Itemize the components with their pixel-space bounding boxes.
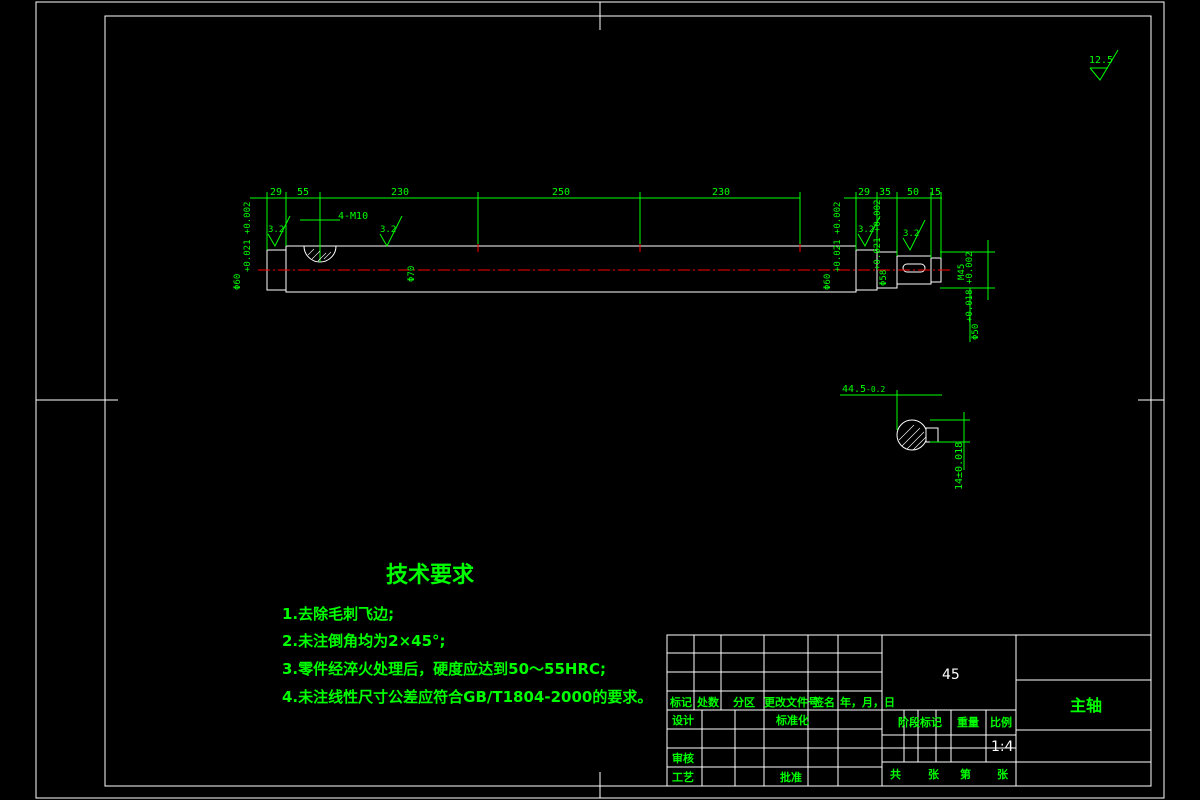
- diameter-tol: +0.018 +0.002: [965, 252, 975, 322]
- section-width-tol: -0.2: [866, 385, 885, 394]
- top-dimension-chain: [250, 192, 942, 258]
- standardization-label: 标准化: [775, 713, 809, 727]
- sheet-no-prefix: 第: [960, 767, 971, 781]
- right-side-dim-lines: [940, 240, 995, 342]
- dim-label: 230: [712, 187, 730, 198]
- shaft-main-view: [266, 230, 942, 293]
- dim-label: 55: [297, 187, 309, 198]
- roughness-value: 12.5: [1089, 55, 1113, 66]
- header-date: 年，月，日: [840, 695, 895, 709]
- roughness-marks: [267, 215, 926, 252]
- diameter-tol: +0.021 +0.002: [833, 202, 843, 272]
- weight-label: 重量: [957, 715, 979, 729]
- diameter-label: Φ50: [971, 324, 981, 340]
- dim-label: 230: [391, 187, 409, 198]
- header-count: 处数: [696, 695, 720, 709]
- title-block-text: 45 主轴 标记 处数 分区 更改文件号 签名 年，月，日 设计 标准化 审核 …: [669, 667, 1102, 784]
- scale-value: 1:4: [991, 739, 1014, 755]
- header-zone: 分区: [733, 695, 755, 709]
- diameter-label: Φ70: [407, 266, 417, 282]
- dim-label: 29: [270, 187, 282, 198]
- approve-label: 批准: [780, 770, 802, 784]
- dim-label: 50: [907, 187, 919, 198]
- header-change-doc: 更改文件号: [764, 695, 819, 709]
- review-label: 审核: [672, 751, 694, 765]
- sheets-total-suffix: 张: [928, 767, 940, 781]
- roughness-symbol-general: 12.5: [1089, 49, 1119, 81]
- tech-item: 3.零件经淬火处理后，硬度应达到50～55HRC;: [282, 660, 606, 678]
- section-width-label: 44.5: [842, 384, 866, 395]
- sheet-no-suffix: 张: [997, 767, 1009, 781]
- diameter-tol: +0.021 +0.002: [873, 200, 883, 270]
- diameter-label: Φ60: [233, 274, 243, 290]
- diameter-labels: Φ60 +0.021 +0.002 Φ70 Φ60 +0.021 +0.002 …: [233, 200, 981, 340]
- tech-item: 4.未注线性尺寸公差应符合GB/T1804-2000的要求。: [282, 688, 652, 706]
- keyway-slot: [902, 263, 926, 273]
- roughness-label: 3.2: [380, 225, 396, 235]
- dim-label: 29: [858, 187, 870, 198]
- diameter-tol: +0.021 +0.002: [243, 202, 253, 272]
- section-keyway: [925, 427, 939, 443]
- tap-label: 4-M10: [338, 211, 368, 222]
- dim-label: 250: [552, 187, 570, 198]
- roughness-label: 3.2: [858, 225, 874, 235]
- red-ticks: [477, 244, 801, 252]
- section-circle: [896, 419, 928, 451]
- tap-callout: 4-M10: [300, 211, 368, 222]
- process-label: 工艺: [672, 770, 694, 784]
- inner-border: [104, 15, 1152, 787]
- tech-requirements-title: 技术要求: [386, 563, 474, 588]
- sheets-total-prefix: 共: [890, 767, 901, 781]
- dim-label: 35: [879, 187, 891, 198]
- section-key-label: 14±0.018: [954, 442, 965, 490]
- roughness-mark-labels: 3.2 3.2 3.2 3.2: [268, 225, 919, 239]
- drawing-frame: [35, 1, 1165, 799]
- diameter-label: Φ60: [823, 274, 833, 290]
- title-block: [666, 634, 1152, 787]
- part-name: 主轴: [1070, 696, 1102, 715]
- technical-requirements: 技术要求 1.去除毛刺飞边; 2.未注倒角均为2×45°; 3.零件经淬火处理后…: [282, 563, 652, 706]
- top-dimension-labels: 29 55 230 250 230 29 35 50 15: [270, 187, 941, 198]
- tech-item: 1.去除毛刺飞边;: [282, 605, 394, 623]
- scale-label: 比例: [990, 715, 1012, 729]
- header-mark: 标记: [669, 695, 692, 709]
- roughness-mark: [1089, 49, 1119, 81]
- hole-hatch: [307, 248, 332, 262]
- design-label: 设计: [672, 713, 694, 727]
- diameter-label: Φ58: [879, 270, 889, 286]
- dim-label: 15: [929, 187, 941, 198]
- stage-mark-label: 阶段标记: [898, 715, 942, 729]
- material-value: 45: [942, 667, 960, 683]
- header-sign: 签名: [812, 695, 835, 709]
- tech-item: 2.未注倒角均为2×45°;: [282, 632, 446, 650]
- section-view: 44.5 -0.2 14±0.018: [840, 384, 970, 490]
- roughness-label: 3.2: [903, 229, 919, 239]
- thread-label: M45: [957, 264, 967, 280]
- roughness-label: 3.2: [268, 225, 284, 235]
- outer-border: [35, 1, 1165, 799]
- shaft-body: [285, 245, 857, 293]
